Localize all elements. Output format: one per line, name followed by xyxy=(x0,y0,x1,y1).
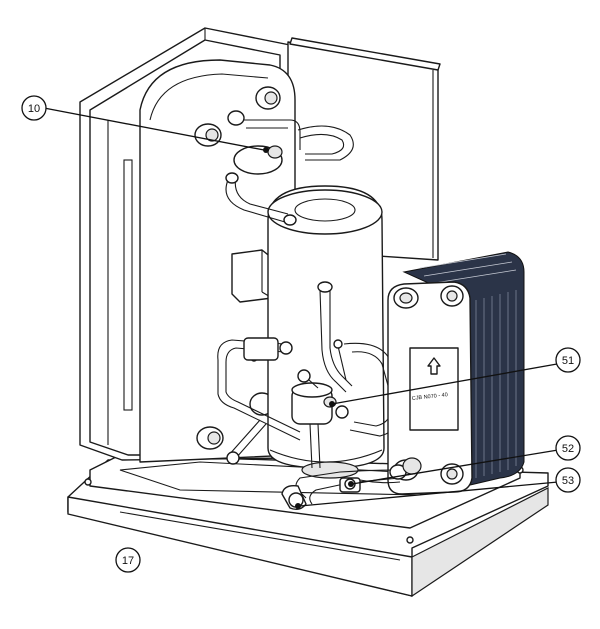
callout-17: 17 xyxy=(115,547,141,573)
callout-10-leader xyxy=(43,107,265,151)
lower-piping xyxy=(281,457,422,511)
plate-heat-exchanger: CJB N070 - 40 xyxy=(387,251,525,495)
callout-53-label: 53 xyxy=(562,475,574,487)
lower-left-piping xyxy=(217,337,301,465)
callout-10: 10 xyxy=(21,95,47,121)
callout-51-leader xyxy=(331,363,558,405)
callout-52-leader xyxy=(351,449,559,485)
callout-53: 53 xyxy=(555,467,581,493)
callout-10-dot xyxy=(263,147,269,153)
callout-52-dot xyxy=(348,481,354,487)
callout-53-dot xyxy=(295,503,301,509)
compressor xyxy=(267,185,385,479)
callout-10-label: 10 xyxy=(28,103,40,115)
terminal-box xyxy=(231,249,273,303)
callout-leaders xyxy=(43,107,559,509)
nameplate-text: CJB N070 - 40 xyxy=(412,392,449,402)
callout-52: 52 xyxy=(555,435,581,461)
callout-52-label: 52 xyxy=(562,443,574,455)
callout-53-leader xyxy=(299,481,559,507)
callout-51-dot xyxy=(329,401,335,407)
center-piping xyxy=(291,281,403,469)
upper-piping xyxy=(225,110,354,226)
callout-17-label: 17 xyxy=(122,555,134,567)
callout-51: 51 xyxy=(555,347,581,373)
callout-51-label: 51 xyxy=(562,355,574,367)
